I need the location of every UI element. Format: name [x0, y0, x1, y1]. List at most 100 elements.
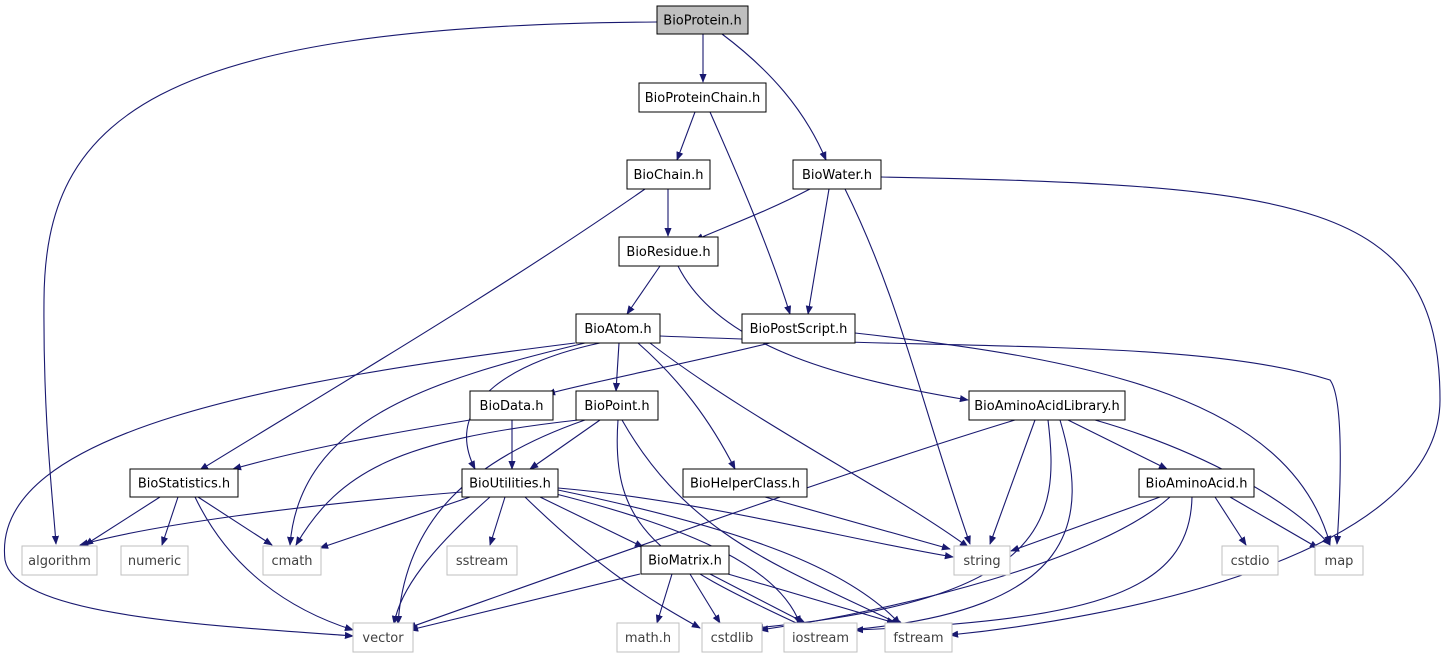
edge-lib-iostream	[847, 419, 1073, 633]
edge-util-string	[557, 487, 954, 560]
label-biowater: BioWater.h	[802, 168, 872, 183]
edge-bioatom-cmath	[287, 342, 586, 546]
label-cstdlib: cstdlib	[711, 631, 754, 646]
node-vector: vector	[352, 622, 414, 653]
node-bioprotein[interactable]: BioProtein.h	[656, 5, 749, 35]
edge-stats-cmath	[197, 496, 273, 546]
edge-aa-iostream	[854, 496, 1193, 634]
edge-matrix-vector	[409, 573, 641, 632]
node-biopostscript[interactable]: BioPostScript.h	[741, 313, 856, 344]
edge-bioprotein-biowater	[721, 33, 827, 161]
label-sstream: sstream	[456, 554, 508, 569]
label-biochain: BioChain.h	[634, 168, 704, 183]
node-bioproteinchain[interactable]: BioProteinChain.h	[638, 82, 767, 113]
node-biohelperclass[interactable]: BioHelperClass.h	[682, 468, 808, 498]
edge-biopoint-bioutilities	[529, 419, 601, 470]
node-string: string	[953, 545, 1011, 576]
edge-bioatom-string	[649, 342, 969, 548]
label-bioutilities: BioUtilities.h	[469, 477, 551, 492]
edge-bioprotein-algorithm	[43, 21, 658, 545]
node-cstdio: cstdio	[1221, 545, 1279, 576]
edge-bioproteinchain-biochain	[676, 111, 696, 161]
label-bioatom: BioAtom.h	[584, 322, 651, 337]
node-iostream: iostream	[783, 622, 858, 653]
edge-matrix-iostream	[709, 573, 806, 624]
edge-util-cstdlib	[524, 496, 701, 629]
edge-biowater-string	[844, 188, 971, 545]
label-bioprotein: BioProtein.h	[663, 14, 741, 29]
label-string: string	[963, 554, 1000, 569]
edge-biowater-fstream	[880, 176, 1441, 638]
node-biochain[interactable]: BioChain.h	[626, 159, 711, 190]
node-bioaminoacid[interactable]: BioAminoAcid.h	[1138, 468, 1255, 498]
label-numeric: numeric	[128, 554, 181, 569]
node-sstream: sstream	[446, 545, 518, 576]
edge-util-fstream	[557, 489, 901, 625]
edge-bioresidue-bioatom	[626, 265, 661, 315]
edge-lib-string	[989, 419, 1036, 545]
node-algorithm: algorithm	[21, 545, 98, 576]
edge-biopoint-vector	[394, 419, 586, 625]
edge-biopostscript-biodata	[546, 342, 771, 396]
label-biomatrix: BioMatrix.h	[648, 554, 722, 569]
edge-biopoint-cmath	[295, 419, 579, 546]
node-numeric: numeric	[120, 545, 189, 576]
node-fstream: fstream	[884, 622, 953, 653]
edge-stats-vector	[194, 496, 354, 631]
edge-biowater-biopostscript	[805, 188, 830, 315]
node-bioatom[interactable]: BioAtom.h	[575, 313, 661, 344]
edge-bioatom-bioutilities	[466, 342, 601, 470]
edge-biowater-bioresidue	[694, 188, 811, 241]
edge-biodata-biostatistics	[232, 419, 471, 471]
label-biostatistics: BioStatistics.h	[138, 477, 230, 492]
label-biohelperclass: BioHelperClass.h	[690, 477, 800, 492]
label-bioaminoacid: BioAminoAcid.h	[1146, 477, 1248, 492]
edge-matrix-fstream	[727, 573, 896, 625]
node-bioutilities[interactable]: BioUtilities.h	[461, 468, 559, 498]
node-biostatistics[interactable]: BioStatistics.h	[129, 468, 239, 498]
edge-bioproteinchain-biopostscript	[709, 111, 792, 315]
edge-matrix-cstdlib	[689, 573, 721, 624]
label-bioaminoacidlibrary: BioAminoAcidLibrary.h	[974, 399, 1120, 414]
label-iostream: iostream	[792, 631, 849, 646]
node-cmath: cmath	[262, 545, 322, 576]
label-math-h: math.h	[625, 631, 671, 646]
edge-lib-vector	[407, 419, 1016, 629]
edge-bioatom-biopoint	[612, 342, 621, 392]
edge-stats-numeric	[161, 496, 179, 546]
edge-bioatom-biohelperclass	[637, 342, 736, 470]
label-biopoint: BioPoint.h	[584, 399, 649, 414]
edge-util-sstream	[488, 496, 506, 546]
edge-aa-cstdio	[1214, 496, 1247, 546]
node-math-h: math.h	[616, 622, 680, 653]
node-bioaminoacidlibrary[interactable]: BioAminoAcidLibrary.h	[968, 390, 1126, 421]
edge-util-biomatrix	[539, 496, 644, 548]
label-bioresidue: BioResidue.h	[626, 245, 710, 260]
node-cstdlib: cstdlib	[701, 622, 763, 653]
node-biopoint[interactable]: BioPoint.h	[575, 390, 659, 421]
edge-bioatom-vector	[4, 342, 576, 640]
edge-util-algorithm	[79, 491, 463, 547]
node-biodata[interactable]: BioData.h	[469, 390, 554, 421]
edges	[4, 21, 1441, 640]
label-biodata: BioData.h	[480, 399, 544, 414]
label-bioproteinchain: BioProteinChain.h	[645, 91, 761, 106]
node-map: map	[1314, 545, 1364, 576]
label-biopostscript: BioPostScript.h	[750, 322, 848, 337]
edge-helper-string	[764, 496, 951, 551]
node-bioresidue[interactable]: BioResidue.h	[618, 236, 719, 267]
node-biomatrix[interactable]: BioMatrix.h	[640, 545, 730, 575]
edge-lib-bioaminoacid	[1067, 419, 1168, 470]
edge-util-cmath	[319, 496, 471, 549]
label-vector: vector	[362, 631, 404, 646]
label-map: map	[1325, 554, 1354, 569]
edge-lib-cstdlib	[754, 419, 1052, 631]
edge-aa-cstdlib	[759, 496, 1171, 633]
edge-biochain-biostatistics	[199, 188, 646, 471]
edge-bioresidue-bioaminoacidlibrary	[677, 265, 969, 403]
label-algorithm: algorithm	[28, 554, 91, 569]
edge-aa-string	[1010, 496, 1161, 552]
edge-bioatom-map	[659, 335, 1342, 545]
node-biowater[interactable]: BioWater.h	[792, 159, 882, 190]
